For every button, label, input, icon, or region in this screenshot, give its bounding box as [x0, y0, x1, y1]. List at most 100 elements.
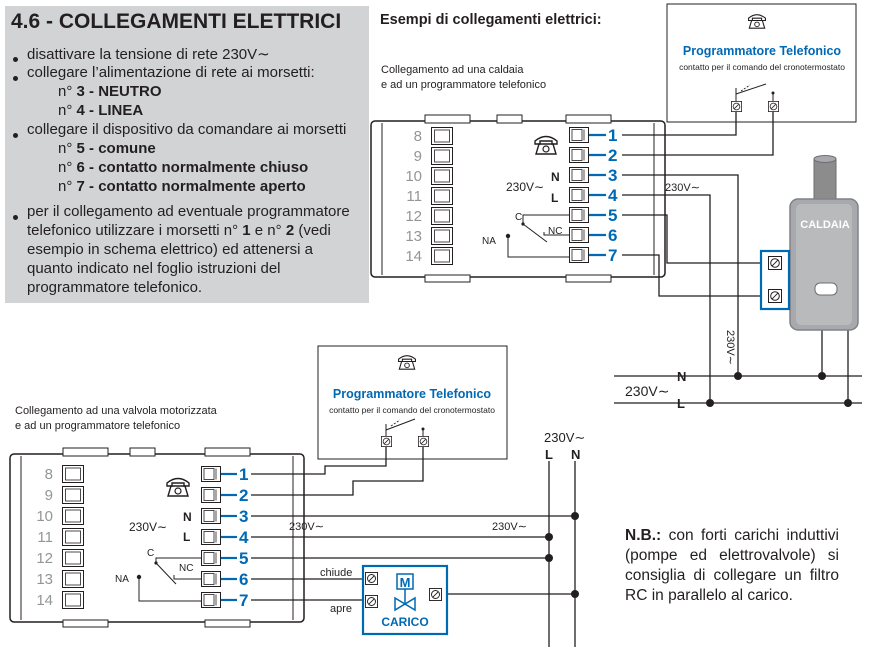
- terminal-leads-top: [589, 133, 606, 257]
- chiude-label: chiude: [320, 567, 352, 579]
- svg-text:8: 8: [45, 466, 53, 483]
- svg-text:12: 12: [36, 550, 53, 567]
- svg-text:14: 14: [405, 248, 422, 265]
- boiler-flue: [813, 158, 837, 204]
- programmatore-subtitle-top: contatto per il comando del cronotermost…: [679, 62, 845, 72]
- instruction-4-line3: esempio in schema elettrico) ed atteners…: [27, 241, 313, 258]
- left-terminals-top: [431, 127, 453, 265]
- instruction-4-line4: quanto indicato nel foglio istruzioni de…: [27, 260, 281, 277]
- programmatore-box-top: [666, 3, 857, 123]
- mains-voltage-top: 230V∼: [625, 383, 669, 399]
- bullet-icon: [13, 215, 18, 220]
- vertical-voltage-label: 230V∼: [724, 330, 736, 365]
- left-terminals-bottom: [62, 465, 84, 609]
- screw-terminal-icon: [768, 256, 782, 270]
- boiler-display: [814, 282, 838, 296]
- caldaia-label: CALDAIA: [800, 219, 850, 231]
- svg-text:1: 1: [608, 126, 617, 145]
- instruction-2: collegare l’alimentazione di rete ai mor…: [27, 64, 315, 81]
- terminal-prefix: n°: [58, 83, 73, 100]
- mains-n-bottom: N: [571, 447, 580, 462]
- programmatore-title-bottom: Programmatore Telefonico: [333, 387, 492, 401]
- programmatore-subtitle-bottom: contatto per il comando del cronotermost…: [329, 405, 495, 415]
- valve-caption-line1: Collegamento ad una valvola motorizzata: [15, 405, 218, 417]
- nc-label-bottom: NC: [179, 563, 193, 574]
- svg-text:9: 9: [414, 148, 422, 165]
- terminal-prefix: n°: [58, 159, 73, 176]
- svg-text:3: 3: [608, 166, 617, 185]
- svg-text:10: 10: [405, 168, 422, 185]
- l-label-top: L: [551, 191, 558, 205]
- svg-text:2: 2: [239, 486, 248, 505]
- caldaia-caption-line1: Collegamento ad una caldaia: [381, 64, 524, 76]
- svg-text:4: 4: [608, 186, 618, 205]
- motor-label: M: [400, 575, 411, 590]
- svg-text:2: 2: [608, 146, 617, 165]
- note-text: N.B.: con forti carichi induttivi (pompe…: [625, 527, 839, 604]
- mains-l-bottom: L: [545, 447, 553, 462]
- svg-text:12: 12: [405, 208, 422, 225]
- voltage-label-bottom: 230V∼: [129, 520, 167, 534]
- screw-terminal-icon: [365, 595, 378, 608]
- svg-text:3: 3: [239, 507, 248, 526]
- screw-terminal-icon: [418, 436, 429, 447]
- screw-terminal-icon: [429, 588, 442, 601]
- apre-label: apre: [330, 603, 352, 615]
- terminal-prefix: n°: [58, 178, 73, 195]
- terminal-5-comune: 5 - comune: [76, 140, 156, 157]
- na-label-bottom: NA: [115, 574, 129, 585]
- svg-text:5: 5: [608, 206, 617, 225]
- left-terminal-numbers-bottom: 8 9 10 11 12 13 14: [36, 466, 53, 609]
- thermostat-body-bottom: [9, 453, 305, 623]
- svg-text:14: 14: [36, 592, 53, 609]
- caldaia-caption-line2: e ad un programmatore telefonico: [381, 79, 546, 91]
- svg-text:7: 7: [608, 246, 617, 265]
- nc-label-top: NC: [548, 226, 562, 237]
- internal-relay-bottom: [138, 557, 201, 602]
- right-terminals-top: [569, 127, 589, 263]
- instruction-4-line5: programmatore telefonico.: [27, 279, 203, 296]
- c-label-bottom: C: [147, 548, 154, 559]
- bullet-icon: [13, 133, 18, 138]
- terminal-7-no: 7 - contatto normalmente aperto: [76, 178, 306, 195]
- bullet-icon: [13, 76, 18, 81]
- terminal-prefix: n°: [58, 102, 73, 119]
- section-title: 4.6 - COLLEGAMENTI ELETTRICI: [11, 10, 342, 33]
- voltage-label-top: 230V∼: [506, 180, 544, 194]
- instruction-1: disattivare la tensione di rete 230V∼: [27, 46, 270, 63]
- screw-terminal-icon: [381, 436, 392, 447]
- svg-text:6: 6: [239, 570, 248, 589]
- terminal-6-nc: 6 - contatto normalmente chiuso: [76, 159, 309, 176]
- svg-text:8: 8: [414, 128, 422, 145]
- svg-text:6: 6: [608, 226, 617, 245]
- svg-text:11: 11: [406, 188, 422, 205]
- wire-voltage-right: 230V∼: [492, 521, 527, 533]
- carico-label: CARICO: [381, 615, 428, 629]
- left-terminal-numbers-top: 8 9 10 11 12 13 14: [405, 128, 422, 265]
- svg-text:13: 13: [405, 228, 422, 245]
- relay-contact: [385, 418, 416, 431]
- instructions-panel: 4.6 - COLLEGAMENTI ELETTRICI disattivare…: [5, 6, 369, 303]
- na-label-top: NA: [482, 236, 496, 247]
- right-terminal-numbers-top: 1 2 3 4 5 6 7: [608, 126, 618, 265]
- bullet-icon: [13, 57, 18, 62]
- terminal-4-linea: 4 - LINEA: [76, 102, 144, 119]
- internal-relay-top: [507, 214, 569, 258]
- svg-text:13: 13: [36, 571, 53, 588]
- wire-voltage-left: 230V∼: [289, 521, 324, 533]
- screw-terminal-icon: [768, 289, 782, 303]
- programmatore-box-bottom: [317, 345, 508, 460]
- svg-text:5: 5: [239, 549, 248, 568]
- c-label-top: C: [515, 212, 522, 223]
- l-label-bottom: L: [183, 530, 190, 544]
- mains-l-top: L: [677, 396, 685, 411]
- terminal-3-neutro: 3 - NEUTRO: [76, 83, 162, 100]
- screw-terminal-icon: [365, 572, 378, 585]
- screw-terminal-icon: [731, 101, 742, 112]
- instruction-4-line1: per il collegamento ad eventuale program…: [27, 203, 350, 220]
- right-terminal-numbers-bottom: 1 2 3 4 5 6 7: [239, 465, 249, 610]
- mains-n-top: N: [677, 369, 686, 384]
- instruction-3: collegare il dispositivo da comandare ai…: [27, 121, 347, 138]
- wire-voltage-label-top: 230V∼: [665, 182, 700, 194]
